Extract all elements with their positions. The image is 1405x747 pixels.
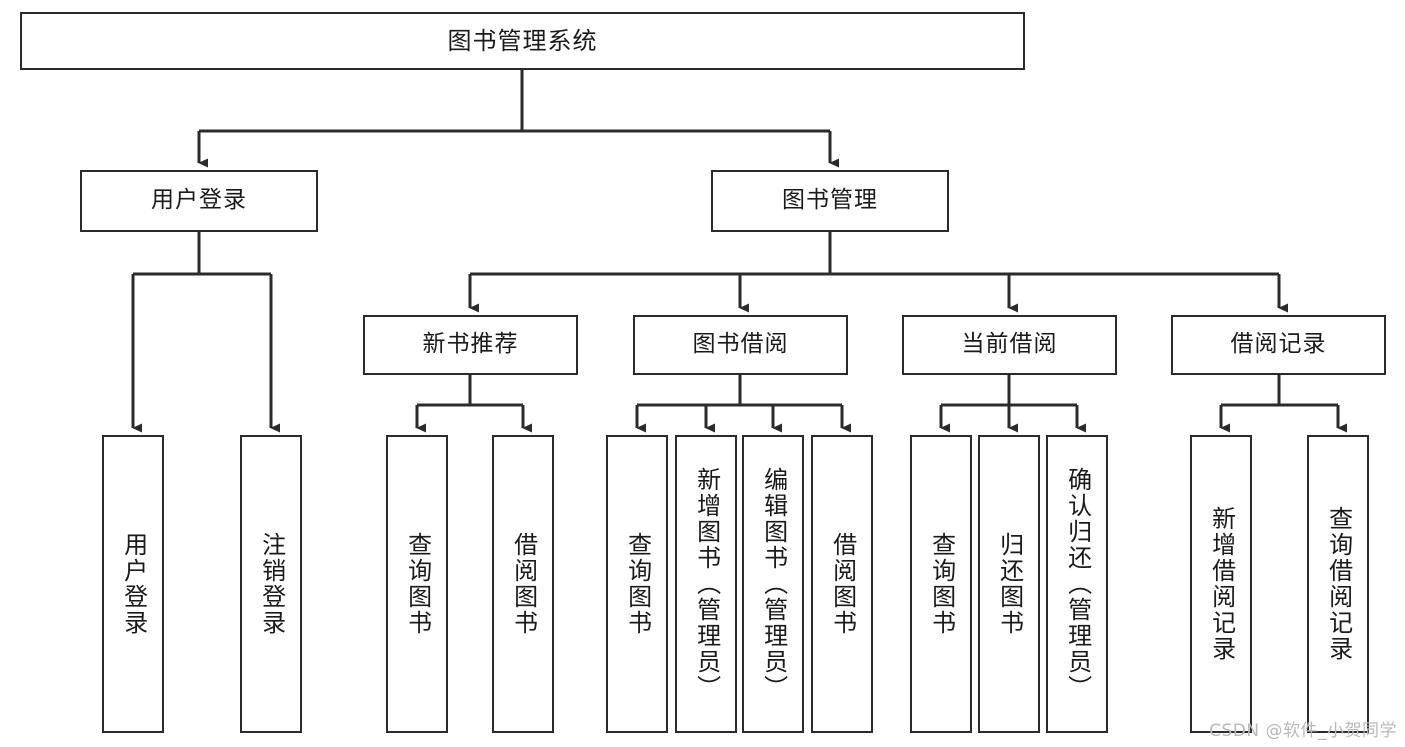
- node-leaf-borrow-book-1[interactable]: 借阅图书: [492, 435, 554, 733]
- node-leaf-query-book-2[interactable]: 查询图书: [606, 435, 668, 733]
- node-current-borrow-label: 当前借阅: [961, 331, 1058, 358]
- node-leaf-borrow-book-2[interactable]: 借阅图书: [811, 435, 873, 733]
- node-new-book-recommend[interactable]: 新书推荐: [363, 315, 578, 375]
- node-borrow-record-label: 借阅记录: [1230, 331, 1327, 358]
- node-book-borrow-label: 图书借阅: [692, 331, 789, 358]
- node-leaf-user-login[interactable]: 用户登录: [102, 435, 164, 733]
- node-leaf-edit-book[interactable]: 编辑图书（管理员）: [742, 435, 804, 733]
- node-leaf-borrow-book-1-label: 借阅图书: [509, 532, 538, 636]
- node-leaf-add-record-label: 新增借阅记录: [1207, 506, 1236, 662]
- node-leaf-return-book-label: 归还图书: [995, 532, 1024, 636]
- node-leaf-add-book[interactable]: 新增图书（管理员）: [675, 435, 737, 733]
- node-leaf-confirm-return[interactable]: 确认归还（管理员）: [1046, 435, 1108, 733]
- node-leaf-query-record[interactable]: 查询借阅记录: [1307, 435, 1369, 733]
- node-leaf-query-book-3-label: 查询图书: [927, 532, 956, 636]
- node-leaf-query-book-2-label: 查询图书: [623, 532, 652, 636]
- node-new-book-recommend-label: 新书推荐: [422, 331, 519, 358]
- node-leaf-confirm-return-label: 确认归还（管理员）: [1063, 467, 1092, 701]
- node-leaf-logout-label: 注销登录: [257, 532, 286, 636]
- csdn-watermark: CSDN @软件_小贺同学: [1209, 721, 1397, 741]
- node-borrow-record[interactable]: 借阅记录: [1171, 315, 1386, 375]
- node-book-manage[interactable]: 图书管理: [711, 170, 949, 232]
- node-book-borrow[interactable]: 图书借阅: [633, 315, 848, 375]
- node-root[interactable]: 图书管理系统: [20, 12, 1025, 70]
- node-leaf-edit-book-label: 编辑图书（管理员）: [759, 467, 788, 701]
- node-book-manage-label: 图书管理: [782, 187, 878, 214]
- node-leaf-user-login-label: 用户登录: [119, 532, 148, 636]
- node-leaf-add-record[interactable]: 新增借阅记录: [1190, 435, 1252, 733]
- node-leaf-borrow-book-2-label: 借阅图书: [828, 532, 857, 636]
- node-leaf-query-record-label: 查询借阅记录: [1324, 506, 1353, 662]
- node-user-login[interactable]: 用户登录: [80, 170, 318, 232]
- node-user-login-label: 用户登录: [151, 187, 247, 214]
- node-root-label: 图书管理系统: [447, 26, 598, 55]
- node-leaf-logout[interactable]: 注销登录: [240, 435, 302, 733]
- node-leaf-query-book-1[interactable]: 查询图书: [386, 435, 448, 733]
- node-leaf-add-book-label: 新增图书（管理员）: [692, 467, 721, 701]
- node-leaf-query-book-1-label: 查询图书: [403, 532, 432, 636]
- node-leaf-query-book-3[interactable]: 查询图书: [910, 435, 972, 733]
- node-current-borrow[interactable]: 当前借阅: [902, 315, 1117, 375]
- node-leaf-return-book[interactable]: 归还图书: [978, 435, 1040, 733]
